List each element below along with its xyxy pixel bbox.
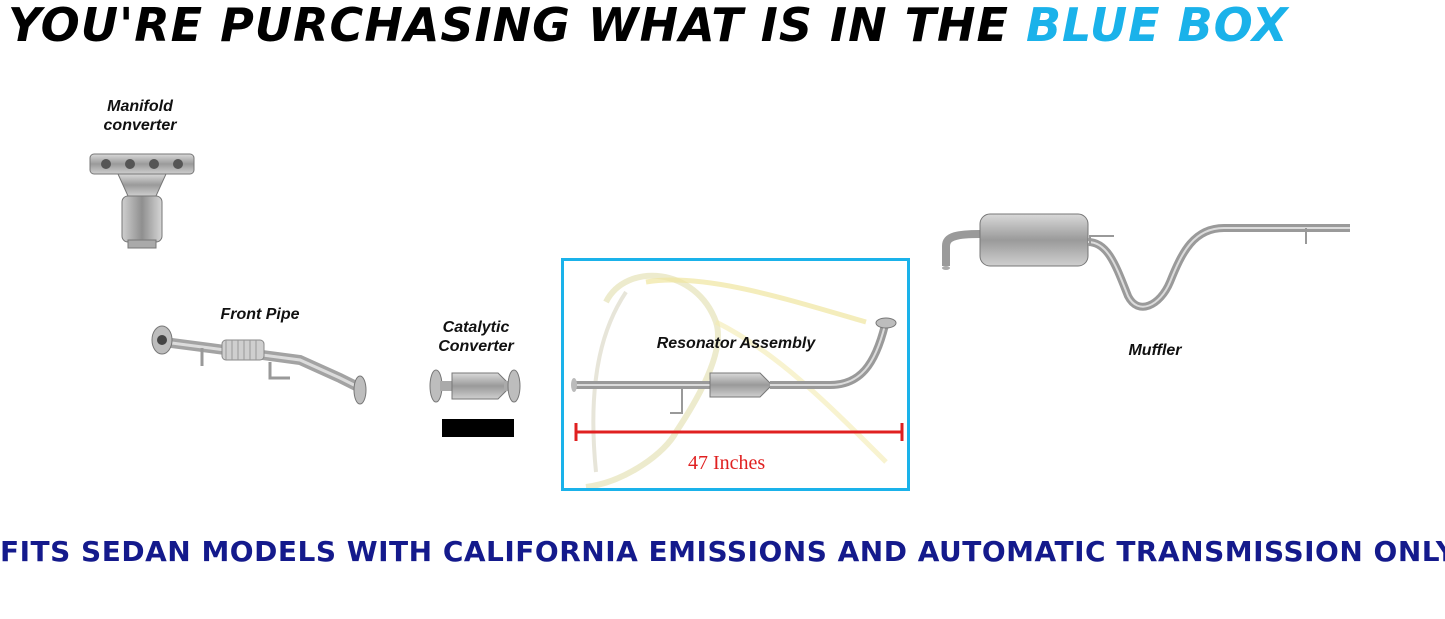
fitment-note: FITS SEDAN MODELS WITH CALIFORNIA EMISSI… (0, 535, 1445, 568)
muffler-label: Muffler (1128, 342, 1182, 359)
black-bar (442, 419, 514, 437)
title-accent: BLUE BOX (1025, 0, 1289, 52)
blue-box-frame (561, 258, 910, 491)
page-title: YOU'RE PURCHASING WHAT IS IN THE BLUE BO… (8, 0, 1438, 50)
watermark-horse-logo (585, 272, 888, 488)
front-pipe-label: Front Pipe (220, 306, 300, 323)
resonator-label: Resonator Assembly (656, 335, 816, 352)
resonator-assembly-image (571, 317, 897, 414)
catalytic-label: Catalytic Converter (438, 319, 514, 355)
muffler-image (942, 213, 1350, 311)
front-pipe-image (151, 325, 367, 405)
catalytic-converter-image (429, 369, 521, 403)
dimension-line (574, 423, 904, 441)
manifold-label: Manifold converter (103, 98, 177, 134)
manifold-converter-image (89, 153, 195, 249)
dimension-label: 47 Inches (688, 452, 766, 474)
title-main: YOU'RE PURCHASING WHAT IS IN THE (8, 0, 1026, 52)
